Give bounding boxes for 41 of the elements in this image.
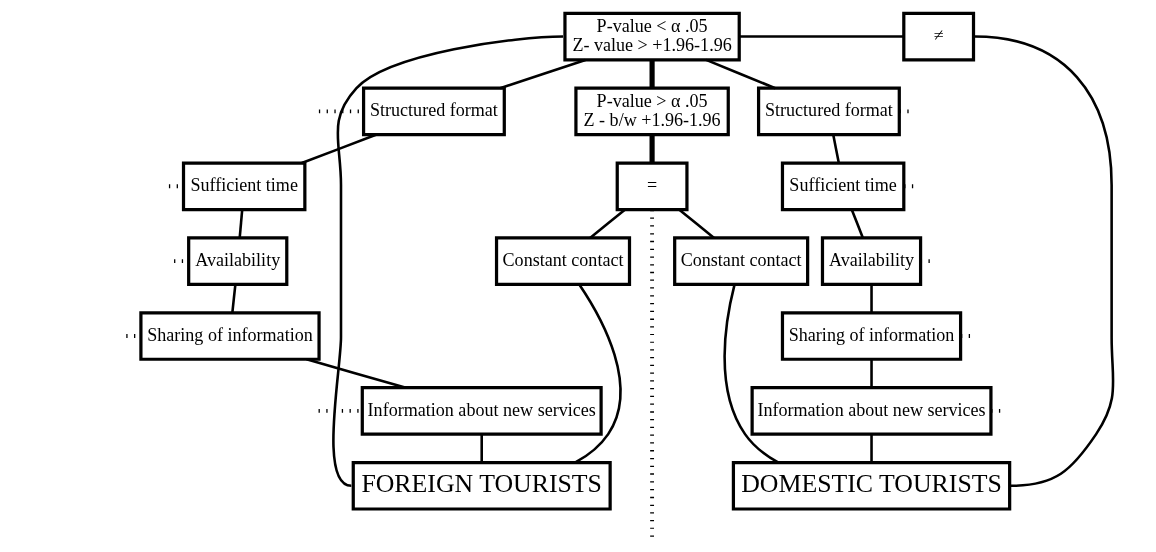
- connector: [850, 209, 865, 239]
- connector: [231, 284, 237, 313]
- connector: [306, 358, 406, 389]
- connector: [650, 210, 655, 538]
- connector: [301, 133, 377, 165]
- connector: [649, 134, 655, 164]
- connector: [723, 284, 779, 464]
- node-box: =: [615, 161, 689, 212]
- node-box: Availability: [820, 236, 923, 286]
- connector: [499, 58, 586, 90]
- connector: [974, 35, 1115, 488]
- connector: [649, 59, 655, 89]
- node-box: Information about new services: [750, 386, 993, 436]
- node-box: Constant contact: [494, 236, 632, 286]
- connector: [739, 35, 904, 38]
- node-box: P-value > α .05 Z - b/w +1.96-1.96: [574, 86, 730, 137]
- node-box: P-value < α .05 Z- value > +1.96-1.96: [563, 11, 741, 62]
- connector: [589, 208, 626, 239]
- connector: [480, 434, 483, 463]
- node-box: Sufficient time: [181, 161, 307, 212]
- node-box: Constant contact: [673, 236, 810, 286]
- connector: [574, 283, 622, 464]
- connector: [832, 134, 841, 164]
- node-box: Sharing of information: [780, 311, 963, 361]
- node-box: Information about new services: [360, 386, 603, 436]
- connector: [870, 434, 873, 463]
- connector: [870, 284, 873, 313]
- connector: [678, 208, 715, 239]
- connector: [870, 359, 873, 388]
- node-box: Availability: [187, 236, 289, 286]
- node-box: FOREIGN TOURISTS: [351, 460, 612, 511]
- connector: [238, 209, 244, 239]
- node-box: ≠: [902, 11, 976, 62]
- node-box: DOMESTIC TOURISTS: [731, 460, 1012, 511]
- node-box: Structured format: [361, 86, 506, 137]
- node-box: Sharing of information: [139, 311, 321, 361]
- node-box: Sufficient time: [780, 161, 906, 212]
- connector: [332, 35, 564, 487]
- connector: [318, 408, 362, 413]
- node-box: Structured format: [756, 86, 901, 137]
- connector: [705, 58, 776, 90]
